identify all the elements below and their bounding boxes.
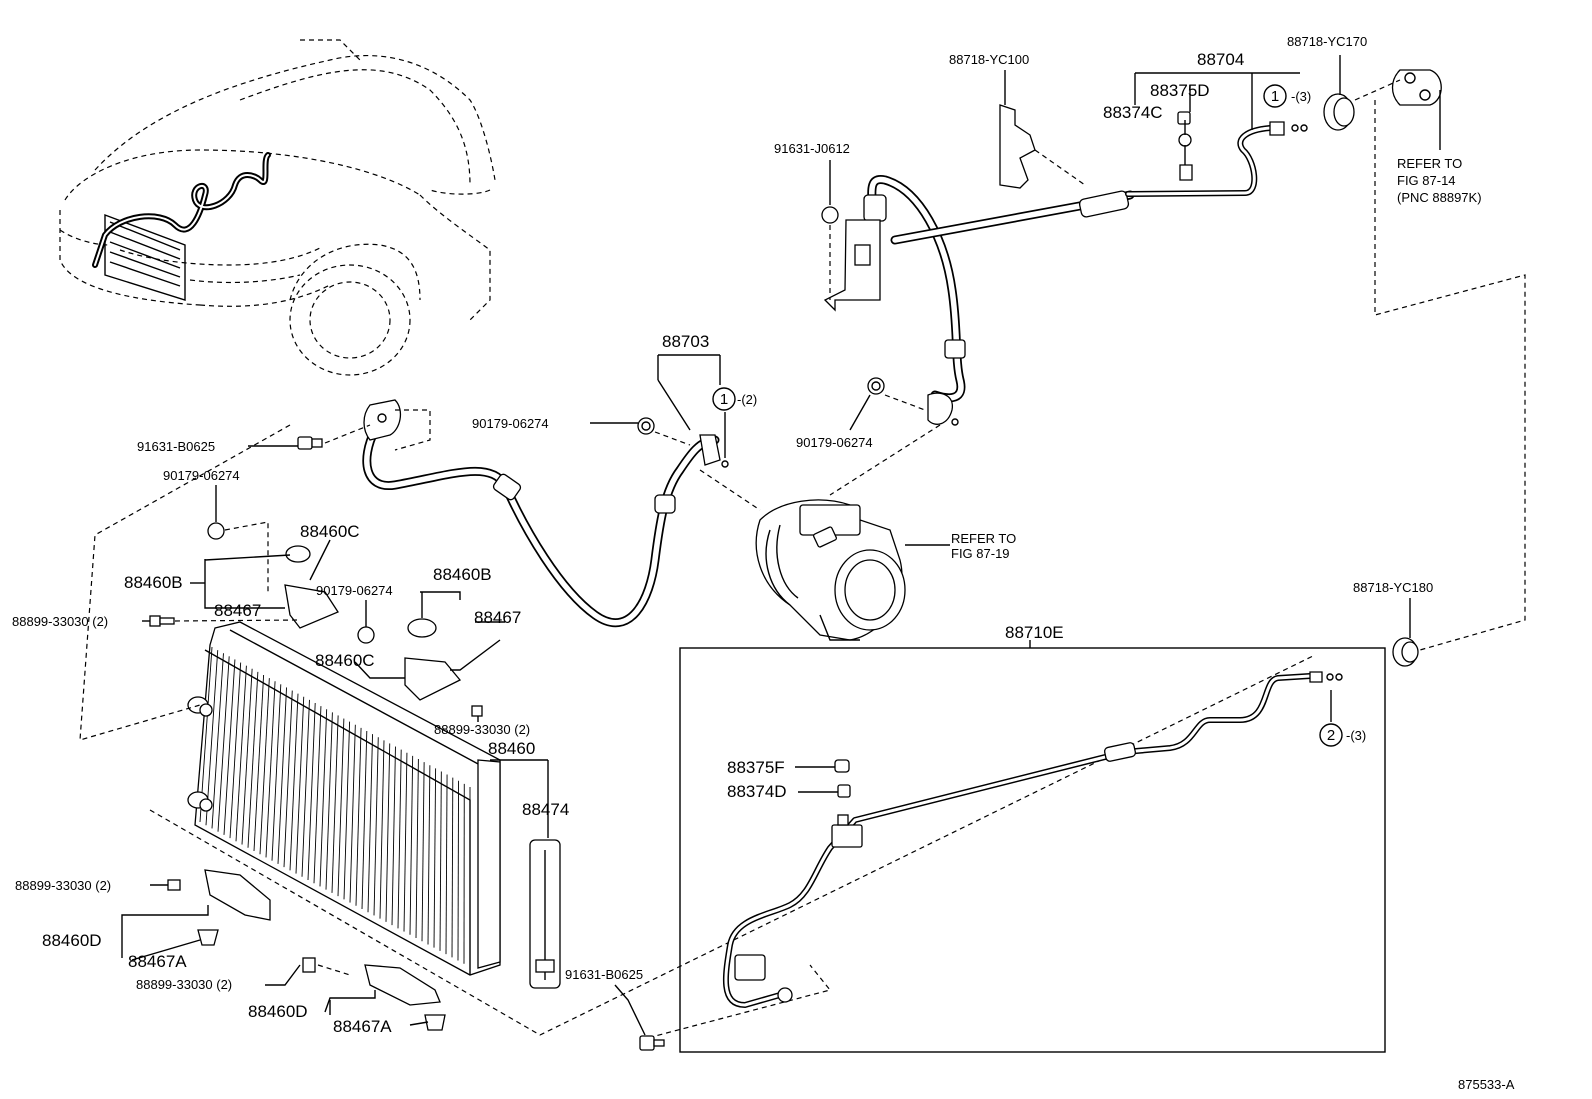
part-labels: 88704 88718-YC100 88718-YC170 88375D 883… (12, 34, 1515, 1092)
label-88474: 88474 (522, 800, 569, 819)
cap-88718-yc170 (1323, 55, 1355, 131)
label-88375f: 88375F (727, 758, 785, 777)
car-illustration (59, 39, 496, 376)
pipe-assembly-88703 (362, 399, 729, 628)
label-88718-yc170: 88718-YC170 (1287, 34, 1367, 49)
pipe-assembly-88704 (863, 121, 1308, 425)
callout-circle-2: 2 (1319, 723, 1343, 747)
label-refer-87-14-1: REFER TO (1397, 156, 1462, 171)
label-91631-b0625-bottom: 91631-B0625 (565, 967, 643, 982)
pipe-assembly-88710e (679, 647, 1386, 1053)
label-88460d-left: 88460D (42, 931, 102, 950)
label-88718-yc100: 88718-YC100 (949, 52, 1029, 67)
label-88718-yc180: 88718-YC180 (1353, 580, 1433, 595)
receiver-88474 (529, 760, 561, 989)
label-88460d-bottom: 88460D (248, 1002, 308, 1021)
label-88467a-bottom: 88467A (333, 1017, 392, 1036)
bolt-91631-b0625-bottom (639, 1035, 665, 1051)
bracket-88467-left (207, 521, 339, 629)
label-90179-center: 90179-06274 (316, 583, 393, 598)
label-90179-mid: 90179-06274 (472, 416, 549, 431)
label-88460: 88460 (488, 739, 535, 758)
label-88899-left-top: 88899-33030 (2) (12, 614, 108, 629)
label-88467-right: 88467 (474, 608, 521, 627)
label-qty3-bottom: -(3) (1346, 728, 1366, 743)
cap-88718-yc180 (1392, 598, 1419, 667)
nut-90179-06274-right (829, 377, 959, 496)
label-refer-87-19-1: REFER TO (951, 531, 1016, 546)
bracket-91631-j0612 (821, 160, 881, 312)
label-refer-87-14-3: (PNC 88897K) (1397, 190, 1482, 205)
circle-2-text: 2 (1327, 727, 1335, 744)
label-88467-left: 88467 (214, 601, 261, 620)
bracket-88467-right (357, 618, 483, 717)
condenser-boundary (79, 424, 1316, 1041)
label-refer-87-14-2: FIG 87-14 (1397, 173, 1456, 188)
bracket-88718-yc100 (999, 70, 1086, 189)
label-88460c-mid: 88460C (315, 651, 375, 670)
condenser-fins (199, 646, 471, 967)
label-88460b-left: 88460B (124, 573, 183, 592)
refer-part-87-14 (1354, 69, 1526, 651)
bracket-88460d-left (167, 869, 271, 946)
label-88704: 88704 (1197, 50, 1244, 69)
label-88467a-left: 88467A (128, 952, 187, 971)
label-90179-left: 90179-06274 (163, 468, 240, 483)
leader-lines (121, 72, 1332, 1036)
bolt-91631-b0625-top (297, 409, 431, 451)
label-88703: 88703 (662, 332, 709, 351)
label-88899-mid: 88899-33030 (2) (434, 722, 530, 737)
bracket-88460d-bottom (302, 957, 446, 1031)
label-refer-87-19-2: FIG 87-19 (951, 546, 1010, 561)
figure-code: 875533-A (1458, 1077, 1515, 1092)
label-qty2-mid: -(2) (737, 392, 757, 407)
fittings-88375f-88374d (834, 759, 851, 798)
nut-90179-06274-mid (637, 417, 761, 511)
circle-1-mid-text: 1 (720, 391, 728, 408)
label-91631-j0612: 91631-J0612 (774, 141, 850, 156)
label-88460b-right: 88460B (433, 565, 492, 584)
callout-circle-1-top: 1 (1263, 84, 1287, 108)
condenser-88460 (187, 621, 501, 976)
label-88374d: 88374D (727, 782, 787, 801)
label-90179-right: 90179-06274 (796, 435, 873, 450)
label-qty3-top: -(3) (1291, 89, 1311, 104)
label-91631-b0625-top: 91631-B0625 (137, 439, 215, 454)
label-88710e: 88710E (1005, 623, 1064, 642)
label-88374c: 88374C (1103, 103, 1163, 122)
label-88375d: 88375D (1150, 81, 1210, 100)
label-88899-lower-left: 88899-33030 (2) (15, 878, 111, 893)
callout-circle-1-mid: 1 (712, 387, 736, 411)
label-88460c-top: 88460C (300, 522, 360, 541)
circle-1-top-text: 1 (1271, 88, 1279, 105)
label-88899-bottom: 88899-33030 (2) (136, 977, 232, 992)
compressor (755, 499, 950, 641)
